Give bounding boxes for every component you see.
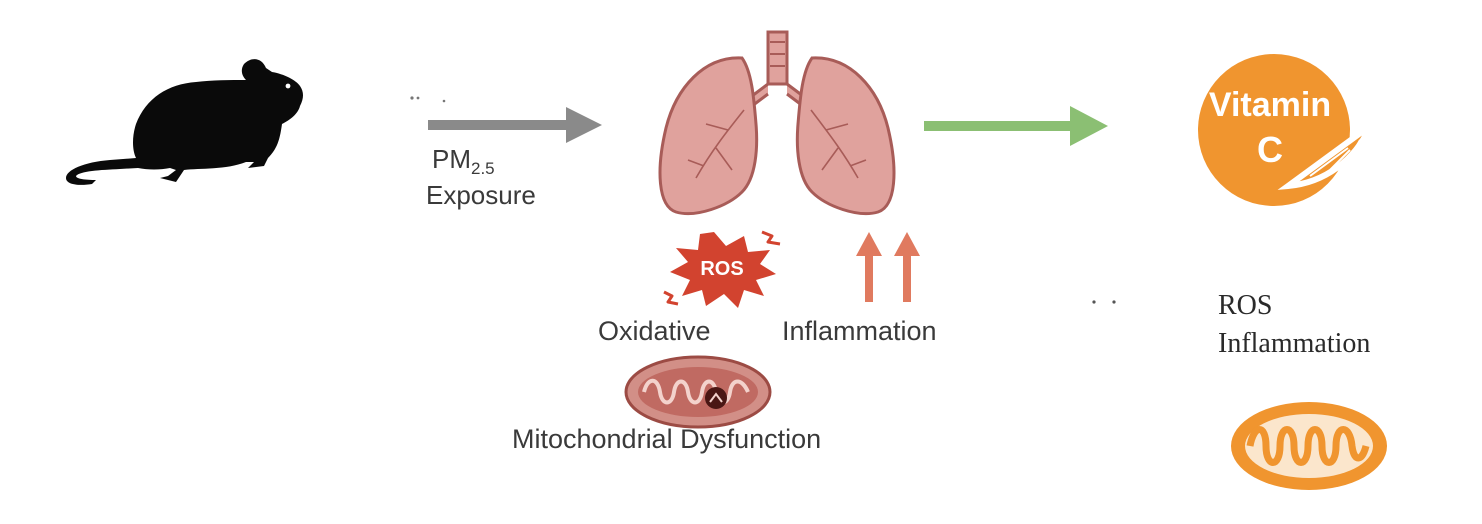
mitochondria-healthy-icon bbox=[1231, 402, 1387, 490]
inflammation-up-arrows-icon bbox=[856, 232, 920, 302]
pm-label: PM2.5 bbox=[432, 144, 495, 179]
dot-mark bbox=[416, 96, 420, 100]
dot-mark bbox=[442, 99, 446, 103]
dot-mark bbox=[1092, 300, 1096, 304]
exposure-label: Exposure bbox=[426, 180, 536, 210]
treatment-arrow bbox=[924, 106, 1108, 146]
dot-mark bbox=[410, 96, 414, 100]
vitamin-c-icon: Vitamin C bbox=[1198, 54, 1350, 206]
pm-subscript-text: 2.5 bbox=[471, 159, 495, 179]
ros-badge-text: ROS bbox=[700, 258, 743, 280]
pm-main-text: PM bbox=[432, 144, 471, 174]
outcome-ros-label: ROS bbox=[1218, 290, 1273, 321]
lungs-icon bbox=[658, 30, 896, 216]
oxidative-label: Oxidative bbox=[598, 316, 711, 346]
mitochondrial-dysfunction-label: Mitochondrial Dysfunction bbox=[512, 424, 822, 454]
mitochondria-damaged-icon bbox=[624, 355, 772, 429]
vitamin-letter: C bbox=[1257, 129, 1283, 170]
outcome-inflammation-label: Inflammation bbox=[1218, 328, 1371, 359]
vitamin-word: Vitamin bbox=[1209, 86, 1331, 124]
mouse-icon bbox=[66, 59, 303, 185]
ros-burst-icon: ROS bbox=[663, 230, 781, 308]
exposure-arrow bbox=[428, 107, 602, 143]
inflammation-label: Inflammation bbox=[782, 316, 937, 346]
dot-mark bbox=[1112, 300, 1116, 304]
orange-slice-icon bbox=[1277, 117, 1377, 190]
